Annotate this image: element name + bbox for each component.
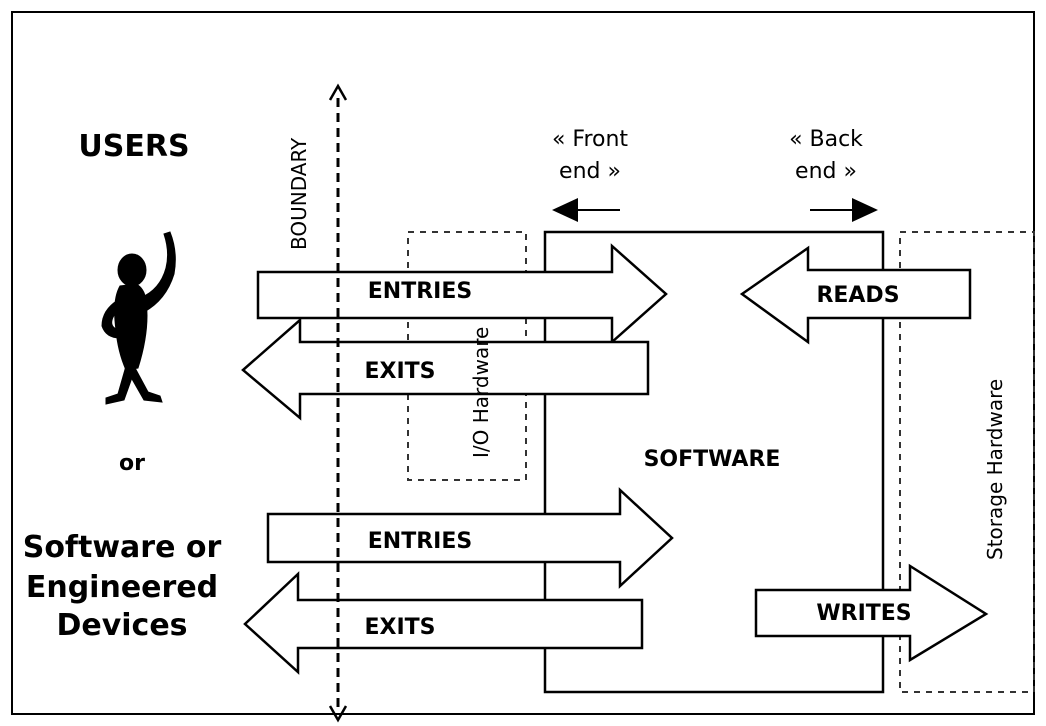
storage-hardware-label: Storage Hardware [983,379,1007,560]
entries-label-top: ENTRIES [368,279,472,304]
entries-label-bottom: ENTRIES [368,529,472,554]
users-label: USERS [78,129,189,164]
exits-label-top: EXITS [364,359,435,384]
io-hardware-label: I/O Hardware [469,327,493,458]
reads-label: READS [816,283,899,308]
software-devices-line1: Software or [23,530,222,565]
front-end-line2: end » [559,159,621,184]
boundary-label: BOUNDARY [287,137,311,250]
back-end-line2: end » [795,159,857,184]
software-devices-line3: Devices [56,608,187,643]
front-end-arrow [552,198,620,222]
software-label: SOFTWARE [644,447,781,472]
boundary-arrowhead-up [330,86,346,100]
person-icon [102,232,175,404]
exits-label-bottom: EXITS [364,615,435,640]
back-end-line1: « Back [789,127,863,152]
front-end-line1: « Front [552,127,628,152]
software-devices-line2: Engineered [26,570,218,605]
writes-label: WRITES [816,601,911,626]
or-label: or [119,451,145,476]
back-end-arrow [810,198,878,222]
